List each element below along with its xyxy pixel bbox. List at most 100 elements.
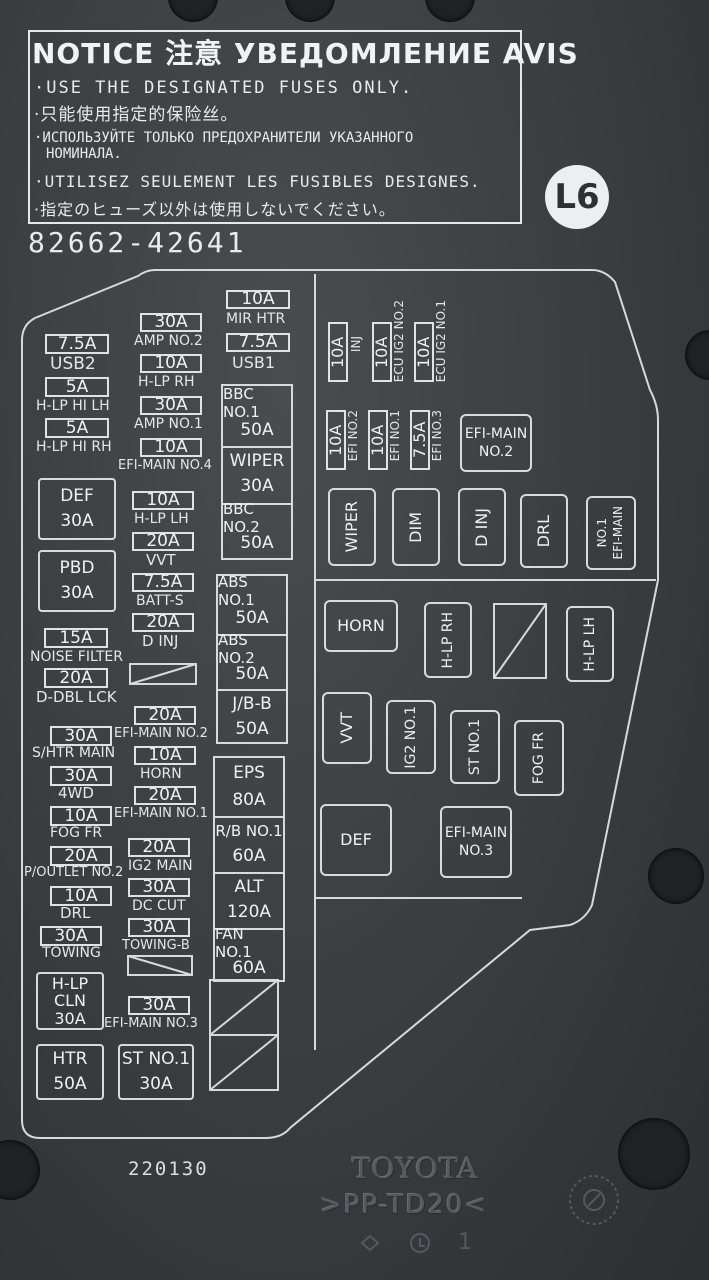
relay-efi-main-no1-line1: EFI-MAIN xyxy=(611,506,625,560)
fuse-def-amp: 30A xyxy=(60,511,94,531)
relay-dim-label: DIM xyxy=(405,511,425,543)
fuse-ecu-ig2-no1-amp: 10A xyxy=(414,322,434,382)
fuse-abs-no1-label: ABS NO.1 xyxy=(218,573,255,609)
relay-ig2-no1: IG2 NO.1 xyxy=(386,700,436,774)
notice-line-3: ·ИСПОЛЬЗУЙТЕ ТОЛЬКО ПРЕДОХРАНИТЕЛИ УКАЗА… xyxy=(34,130,414,146)
fuse-bbc-no1-amp: 50A xyxy=(240,420,274,440)
fuse-hlp-cln-line1: H-LP xyxy=(51,973,89,993)
fuse-efi-no3-amp: 7.5A xyxy=(410,410,430,470)
mold-code: 220130 xyxy=(128,1158,209,1180)
fuse-def-label: DEF xyxy=(60,486,94,507)
fuse-amp-no2-amp: 30A xyxy=(140,313,202,332)
fuse-eps-amp: 80A xyxy=(232,790,266,810)
fuse-horn-label: HORN xyxy=(140,766,182,782)
fuse-hlp-hi-rh-label: H-LP HI RH xyxy=(36,439,112,455)
fuse-drl-amp: 10A xyxy=(50,886,112,906)
fuse-hlp-rh-label: H-LP RH xyxy=(138,374,195,390)
fuse-efi-main-no3-amp: 30A xyxy=(128,996,190,1015)
relay-def: DEF xyxy=(320,804,392,876)
mounting-hole-right-2 xyxy=(648,848,704,904)
fuse-d-inj-label: D INJ xyxy=(142,632,179,650)
notice-line-5: ·UTILISEZ SEULEMENT LES FUSIBLES DESIGNE… xyxy=(34,172,481,191)
fuse-efi-main-no2-label: EFI-MAIN NO.2 xyxy=(114,726,208,741)
fuse-efi-main-no2-line1: EFI-MAIN xyxy=(464,425,528,442)
fuse-efi-no1-amp: 10A xyxy=(368,410,388,470)
relay-vvt: VVT xyxy=(322,692,372,764)
fuse-efi-main-no2-block: EFI-MAIN NO.2 xyxy=(460,414,532,472)
relay-fog-fr-label: FOG FR xyxy=(530,731,547,785)
relay-drl-label: DRL xyxy=(533,514,553,548)
fuse-batt-s-label: BATT-S xyxy=(136,593,184,609)
fuse-4wd-amp: 30A xyxy=(50,766,112,786)
relay-efi-main-no1: NO.1 EFI-MAIN xyxy=(586,496,636,570)
fuse-htr-label: HTR xyxy=(52,1049,88,1070)
relay-horn-label: HORN xyxy=(337,615,385,635)
fuse-p-outlet-no2-label: P/OUTLET NO.2 xyxy=(24,865,124,880)
fuse-batt-s-amp: 7.5A xyxy=(132,573,194,592)
fuse-d-inj-amp: 20A xyxy=(132,613,194,632)
fuse-st-no1-label: ST NO.1 xyxy=(121,1049,191,1070)
fuse-efi-main-no1-label: EFI-MAIN NO.1 xyxy=(114,806,208,821)
fuse-column-3: EPS 80A R/B NO.1 60A ALT 120A FAN NO.1 6… xyxy=(213,756,285,982)
fuse-inj-amp: 10A xyxy=(328,322,348,382)
fuse-vvt-label: VVT xyxy=(146,551,176,569)
fuse-jb-b-amp: 50A xyxy=(235,719,269,739)
fuse-ecu-ig2-no2-amp: 10A xyxy=(372,322,392,382)
fuse-p-outlet-no2-amp: 20A xyxy=(50,846,112,866)
fuse-towing-b-amp: 30A xyxy=(128,918,190,937)
relay-dim: DIM xyxy=(392,488,440,566)
fuse-usb2-label: USB2 xyxy=(50,354,96,374)
relay-st-no1-label: ST NO.1 xyxy=(466,718,483,776)
notice-line-2: ·只能使用指定的保险丝。 xyxy=(34,105,239,125)
part-number: 82662-42641 xyxy=(28,226,247,259)
fuse-alt-label: ALT xyxy=(215,872,283,900)
fuse-usb2-amp: 7.5A xyxy=(45,334,109,354)
fuse-hlp-lh-label: H-LP LH xyxy=(134,511,189,527)
fuse-bbc-no2-label: BBC NO.2 xyxy=(223,500,291,536)
fuse-eps-label: EPS xyxy=(233,763,265,783)
fuse-towing-b-label: TOWING-B xyxy=(122,938,190,953)
relay-drl: DRL xyxy=(520,494,568,568)
location-badge: L6 xyxy=(545,165,609,229)
fuse-abs-no2-label: ABS NO.2 xyxy=(218,631,286,667)
mounting-hole-top-1 xyxy=(168,0,218,22)
fuse-ig2-main-label: IG2 MAIN xyxy=(128,858,193,874)
relay-def-label: DEF xyxy=(340,829,372,849)
mold-mark-number: 1 xyxy=(458,1230,472,1255)
fuse-abs-no2-amp: 50A xyxy=(235,664,269,684)
relay-efi-main-no3: EFI-MAIN NO.3 xyxy=(440,806,512,878)
fuse-shtr-main-label: S/HTR MAIN xyxy=(32,745,116,761)
relay-ig2-no1-label: IG2 NO.1 xyxy=(402,705,419,769)
mounting-hole-bottom-right xyxy=(618,1118,690,1190)
relay-st-no1: ST NO.1 xyxy=(450,710,500,784)
fuse-amp-no1-label: AMP NO.1 xyxy=(134,416,203,432)
fuse-efi-no2-amp: 10A xyxy=(326,410,346,470)
fuse-column-1: BBC NO.1 50A WIPER 30A BBC NO.2 50A xyxy=(221,384,293,560)
fuse-rb-no1-amp: 60A xyxy=(232,846,266,866)
fuse-fog-fr-amp: 10A xyxy=(50,806,112,826)
relay-hlp-rh-label: H-LP RH xyxy=(439,611,456,669)
fuse-efi-no3-label: EFI NO.3 xyxy=(430,410,444,462)
fuse-pbd-block: PBD 30A xyxy=(38,550,116,612)
fuse-pbd-label: PBD xyxy=(59,558,95,579)
fuse-4wd-label: 4WD xyxy=(58,784,94,802)
relay-horn: HORN xyxy=(324,600,398,652)
fuse-drl-label: DRL xyxy=(60,904,91,922)
fuse-inj-label: INJ xyxy=(349,336,363,353)
fuse-fog-fr-label: FOG FR xyxy=(50,825,103,841)
fuse-abs-no1-amp: 50A xyxy=(235,608,269,628)
relay-wiper: WIPER xyxy=(328,488,376,566)
fuse-st-no1-amp: 30A xyxy=(139,1074,173,1094)
fuse-dc-cut-label: DC CUT xyxy=(132,898,186,914)
recycle-mark-icon xyxy=(360,1233,430,1253)
fuse-bbc-no1-label: BBC NO.1 xyxy=(223,385,260,421)
fuse-dc-cut-amp: 30A xyxy=(128,878,190,897)
fuse-ig2-main-amp: 20A xyxy=(128,838,190,857)
fuse-ecu-ig2-no2-label: ECU IG2 NO.2 xyxy=(392,300,406,383)
relay-efi-main-no3-line1: EFI-MAIN xyxy=(444,824,508,841)
fuse-shtr-main-amp: 30A xyxy=(50,726,112,746)
notice-title: NOTICE 注意 УВЕДОМЛЕНИЕ AVIS xyxy=(32,37,579,70)
fuse-efi-no1-label: EFI NO.1 xyxy=(388,410,402,462)
fuse-efi-main-no2-amp: 20A xyxy=(134,706,196,725)
